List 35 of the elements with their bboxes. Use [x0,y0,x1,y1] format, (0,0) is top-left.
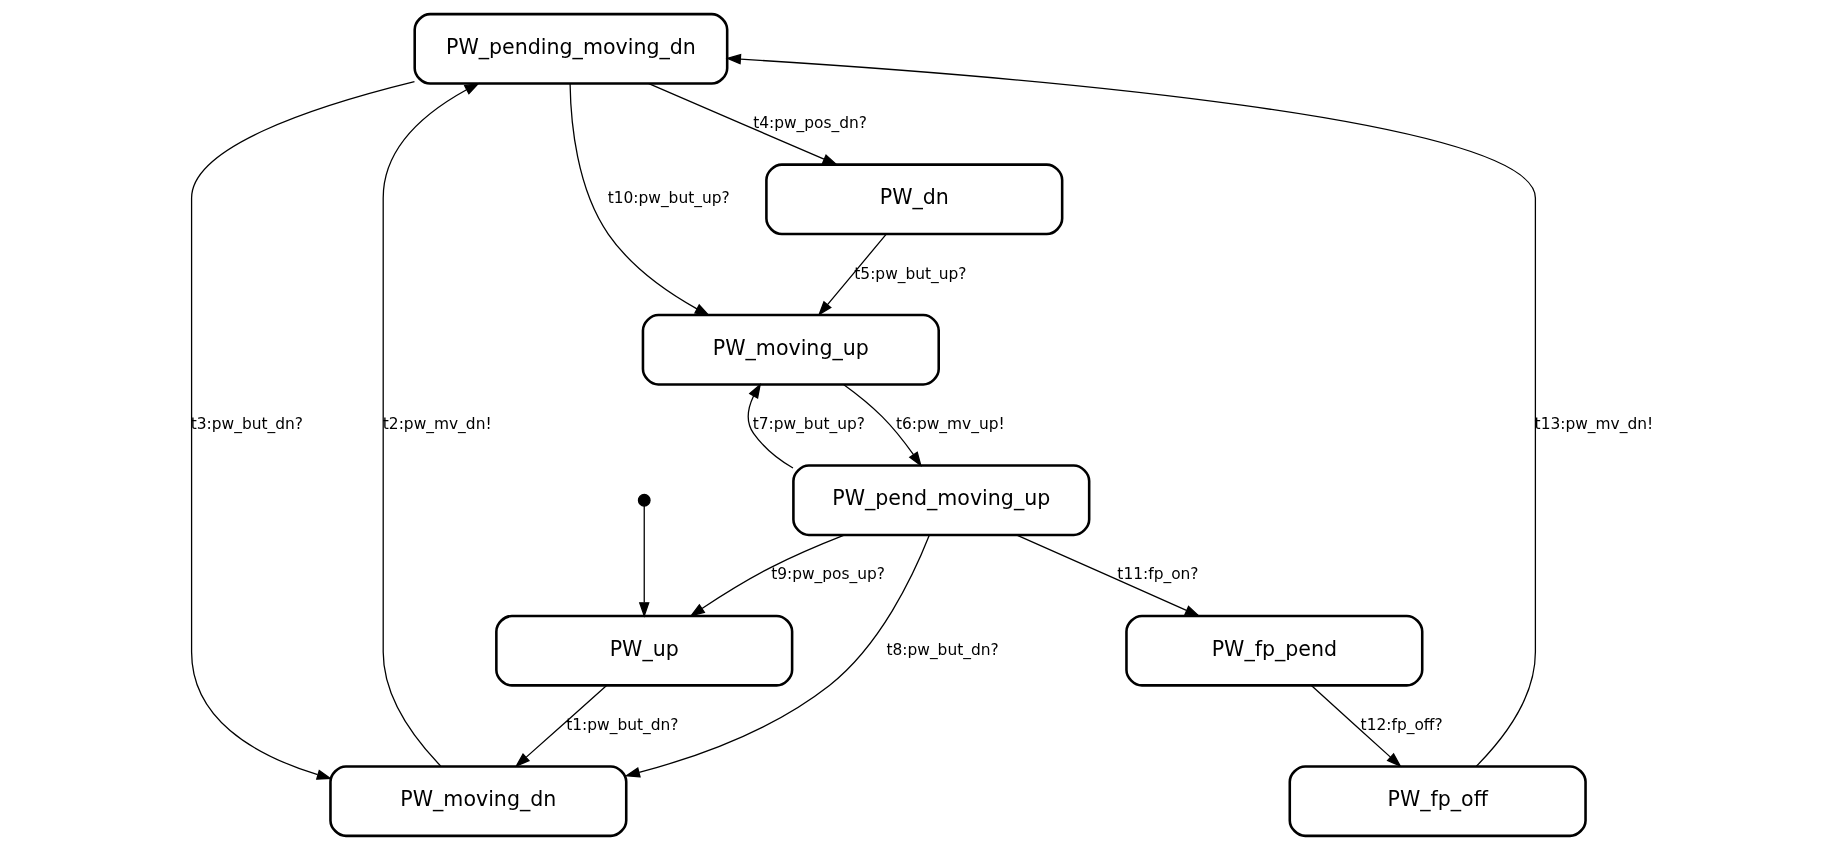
arrow [568,82,710,316]
node-box: PW_pend_moving_up [791,463,1090,536]
node-box: PW_up [494,614,793,687]
edge-label: t11:fp_on? [1116,564,1199,583]
edge-label: t1:pw_but_dn? [565,715,678,734]
edge-label: t5:pw_but_up? [853,264,967,283]
edge-label: t10:pw_but_up? [607,188,730,207]
edge-label: t4:pw_pos_dn? [752,113,867,132]
arrow [725,53,1536,767]
arrow [624,533,930,778]
node-box: PW_moving_dn [328,764,627,837]
edge-label: t6:pw_mv_up! [895,414,1005,433]
arrow [1310,684,1402,767]
arrow [817,233,887,316]
node-box: PW_fp_off [1288,764,1587,837]
edge-label: t3:pw_but_dn? [190,414,303,433]
node-box: PW_fp_pend [1124,614,1423,687]
arrow [638,504,650,618]
arrow [647,82,838,165]
arrow [382,82,480,767]
edge-label: t9:pw_pos_up? [770,564,885,583]
edge-label: t13:pw_mv_dn! [1534,414,1653,433]
edge-label: t7:pw_but_up? [752,414,865,433]
node-box: PW_moving_up [641,313,940,386]
edge-label: t12:fp_off? [1360,715,1443,734]
arrow [514,684,607,767]
arrow [689,533,845,617]
edge-label: t8:pw_but_dn? [885,640,999,659]
arrow [190,80,415,780]
arrow [1015,533,1200,616]
node-box: PW_dn [764,162,1063,235]
node-box: PW_pending_moving_dn [412,12,728,85]
arrow [747,382,794,469]
arrow [842,383,922,467]
node-circle [637,493,651,507]
